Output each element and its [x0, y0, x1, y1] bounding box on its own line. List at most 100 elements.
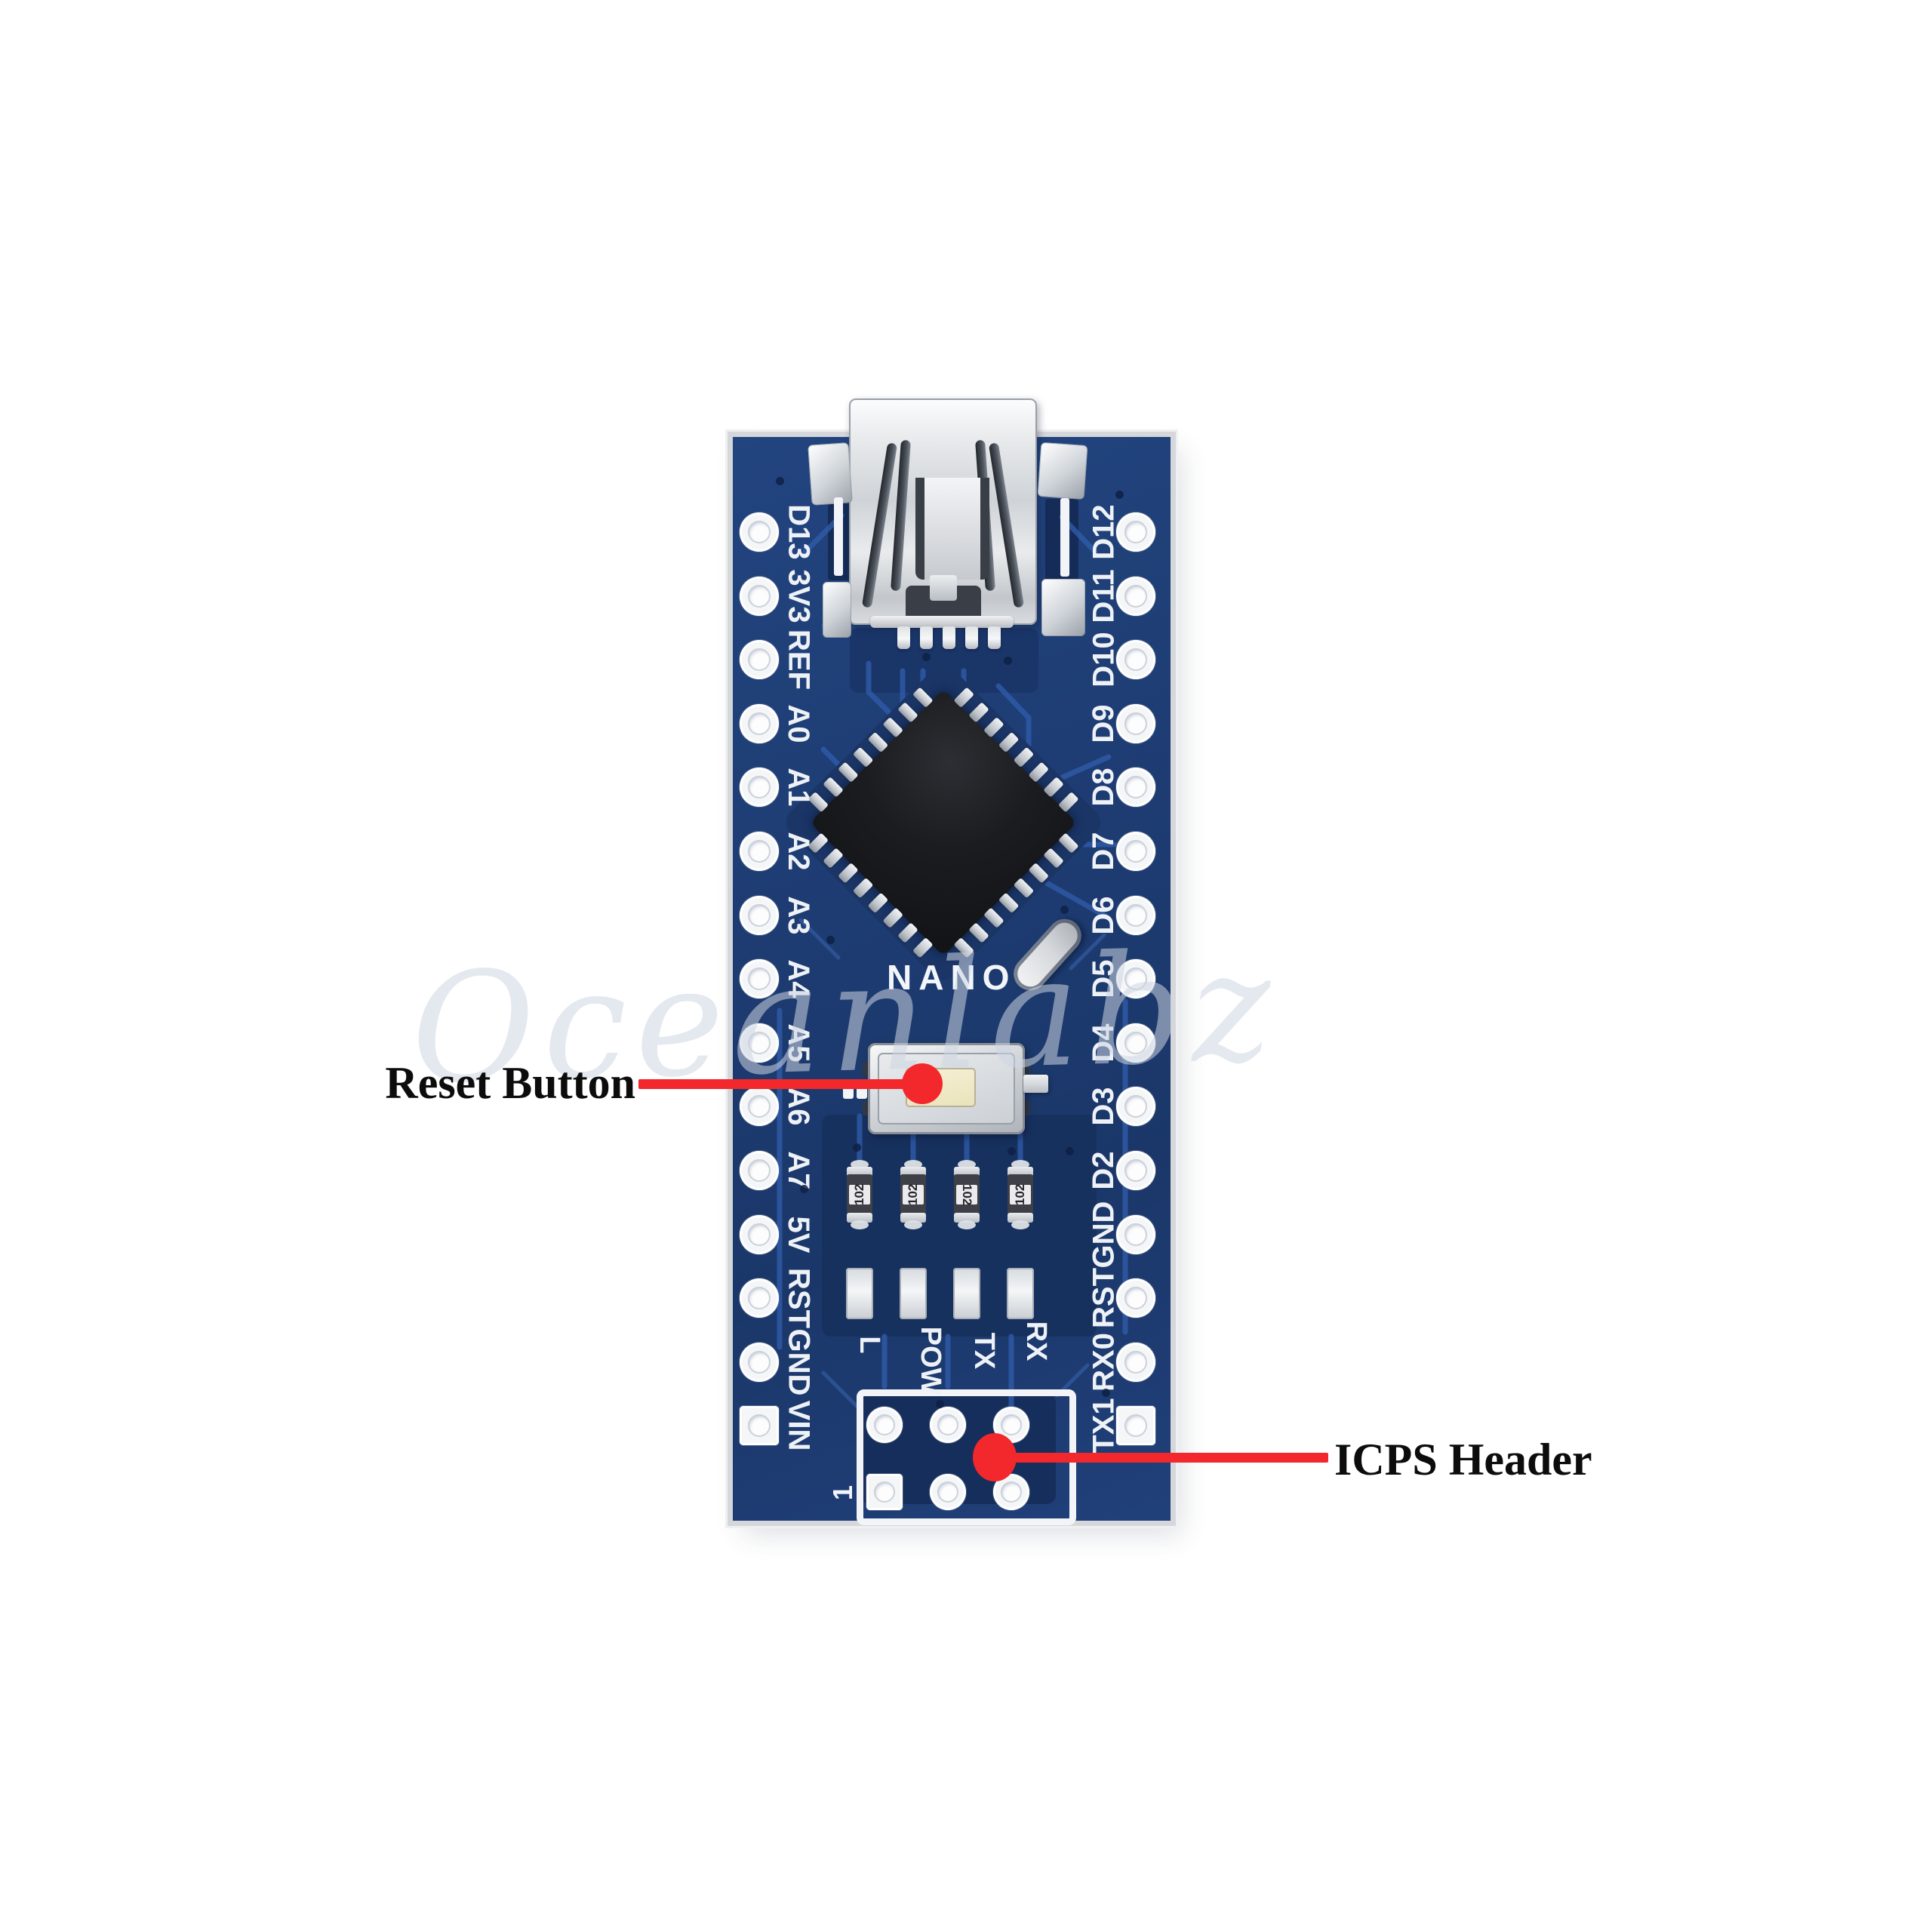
pin-hole-left-D13 — [740, 512, 779, 552]
resistor-4: 102 — [1008, 1160, 1033, 1229]
usb-leg — [988, 626, 1001, 649]
pin-hole-right-D6 — [1116, 895, 1155, 935]
resistor-cap — [847, 1213, 872, 1223]
pin-label-left-VIN: VIN — [782, 1401, 815, 1451]
pin-hole-right-GND — [1116, 1214, 1155, 1254]
led-label-L: L — [854, 1336, 885, 1354]
resistor-marking: 102 — [852, 1183, 866, 1205]
mini-usb-connector — [849, 398, 1037, 649]
reset-button-annotation-label: Reset Button — [385, 1058, 635, 1108]
led-RX — [1007, 1268, 1034, 1319]
pin-label-right-D9: D9 — [1087, 704, 1120, 743]
pin-label-right-D11: D11 — [1087, 569, 1120, 623]
resistor-band: 102 — [1010, 1183, 1031, 1205]
resistor-cap — [847, 1167, 872, 1177]
pin-hole-left-A6 — [740, 1087, 779, 1127]
resistor-cap — [954, 1213, 980, 1223]
resistor-solder — [958, 1220, 976, 1229]
icsp-hole-5 — [930, 1474, 966, 1510]
led-POW — [900, 1268, 927, 1319]
pin-label-right-D10: D10 — [1087, 632, 1120, 688]
pin-hole-left-5V — [740, 1214, 779, 1254]
via — [922, 653, 931, 661]
pin-hole-right-D9 — [1116, 703, 1155, 743]
resistor-2: 102 — [900, 1160, 926, 1229]
resistor-band: 102 — [849, 1183, 870, 1205]
resistor-band: 102 — [956, 1184, 977, 1206]
pin-hole-left-A3 — [740, 895, 779, 935]
resistor-solder — [1011, 1220, 1029, 1229]
usb-solder-tab — [1037, 441, 1088, 500]
usb-opening — [906, 575, 981, 620]
usb-bottom-plate — [870, 616, 1014, 628]
pin-hole-right-D8 — [1116, 768, 1155, 808]
led-label-RX: RX — [1020, 1321, 1052, 1361]
via — [1066, 1147, 1074, 1155]
resistor-cap — [1008, 1213, 1033, 1223]
pin-hole-right-RST — [1116, 1278, 1155, 1318]
pin-hole-left-VIN — [740, 1406, 779, 1446]
usb-leg — [965, 626, 978, 649]
pin-label-right-D4: D4 — [1087, 1023, 1120, 1063]
icps-header-annotation-line — [1005, 1453, 1328, 1463]
via — [776, 477, 784, 485]
pin-hole-right-D12 — [1116, 512, 1155, 552]
pin-label-right-D6: D6 — [1087, 896, 1120, 935]
pin-hole-left-A0 — [740, 703, 779, 743]
resistor-cap — [954, 1167, 980, 1177]
pin-label-right-RST: RST — [1087, 1268, 1120, 1329]
pin-hole-left-A1 — [740, 768, 779, 808]
pin-label-right-TX1: TX1 — [1087, 1398, 1120, 1454]
pin-hole-left-GND — [740, 1342, 779, 1382]
icsp-hole-2 — [930, 1407, 966, 1443]
via — [1004, 657, 1012, 665]
via — [1008, 1147, 1016, 1155]
pin-label-left-A4: A4 — [782, 959, 815, 998]
via — [800, 1185, 808, 1193]
resistor-cap — [900, 1213, 926, 1223]
pin-label-left-A2: A2 — [782, 832, 815, 871]
usb-leg — [920, 626, 933, 649]
via — [936, 1400, 944, 1408]
pin-hole-left-3V3 — [740, 576, 779, 616]
pin-hole-left-A7 — [740, 1151, 779, 1190]
usb-tongue — [915, 478, 989, 580]
resistor-marking: 102 — [906, 1183, 920, 1205]
pin-label-right-D5: D5 — [1087, 959, 1120, 998]
pin-hole-right-D7 — [1116, 832, 1155, 871]
resistor-marking: 102 — [1013, 1183, 1027, 1205]
icps-header-annotation-dot — [973, 1433, 1017, 1481]
pin-label-right-RX0: RX0 — [1087, 1332, 1120, 1392]
icsp-hole-3 — [993, 1407, 1029, 1443]
usb-solder-tab — [823, 582, 851, 638]
reset-button-annotation-dot — [902, 1063, 943, 1104]
resistor-band: 102 — [903, 1183, 924, 1205]
resistor-solder — [851, 1220, 869, 1229]
usb-solder-tab — [808, 442, 853, 506]
usb-solder-tab — [1041, 579, 1085, 636]
resistor-3: 102 — [954, 1160, 980, 1229]
via — [1115, 491, 1124, 499]
pin-hole-right-D3 — [1116, 1087, 1155, 1127]
pin-label-left-3V3: 3V3 — [782, 569, 815, 623]
led-label-POW: POW — [915, 1326, 946, 1395]
resistor-cap — [900, 1167, 926, 1177]
via — [853, 1143, 861, 1152]
via — [826, 936, 835, 944]
pin-hole-right-D4 — [1116, 1023, 1155, 1063]
pin-hole-left-A5 — [740, 1023, 779, 1063]
pin-label-left-A6: A6 — [782, 1087, 815, 1126]
resistor-marking: 102 — [960, 1184, 974, 1206]
reset-button-annotation-line — [638, 1079, 907, 1089]
pin-label-left-D13: D13 — [782, 504, 815, 560]
led-L — [846, 1268, 873, 1319]
icsp-pin1-label: 1 — [827, 1484, 858, 1501]
pin-label-left-GND: GND — [782, 1328, 815, 1396]
pin-hole-right-D5 — [1116, 959, 1155, 999]
pin-label-left-A0: A0 — [782, 704, 815, 743]
pin-label-left-A3: A3 — [782, 896, 815, 935]
pin-label-right-D7: D7 — [1087, 832, 1120, 871]
pin-hole-right-D10 — [1116, 640, 1155, 680]
